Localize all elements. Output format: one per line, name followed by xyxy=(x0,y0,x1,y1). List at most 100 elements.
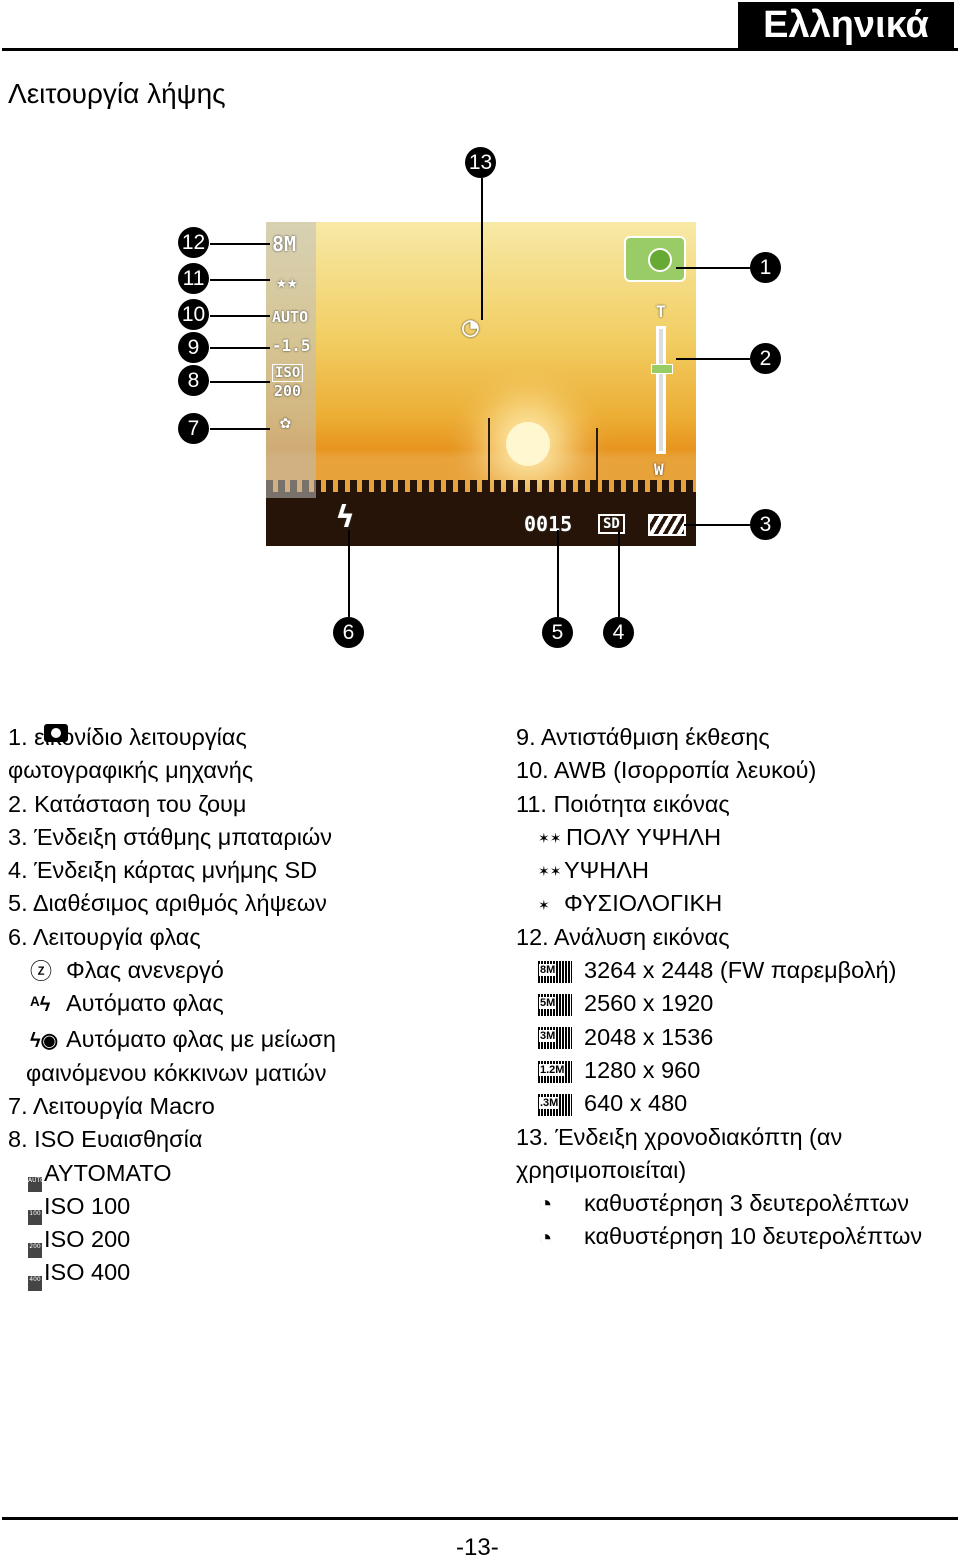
callout-line xyxy=(684,524,750,526)
legend-item: φωτογραφικής μηχανής xyxy=(8,757,254,784)
timer-option: ◔καθυστέρηση 10 δευτερολέπτων xyxy=(516,1220,922,1253)
callout-line xyxy=(557,530,559,617)
section-title: Λειτουργία λήψης xyxy=(8,78,226,109)
footer-rule xyxy=(2,1517,958,1520)
legend-item: 10. AWB (Ισορροπία λευκού) xyxy=(516,757,817,784)
flash-redeye-item: ϟ◉Αυτόματο φλας με μείωση xyxy=(8,1023,336,1056)
legend-item: 5. Διαθέσιμος αριθμός λήψεων xyxy=(8,890,327,917)
zoom-position-marker xyxy=(651,364,673,374)
callout-8: 8 xyxy=(178,365,209,396)
legend-left: 1. εικονίδιο λειτουργίας φωτογραφικής μη… xyxy=(8,721,336,1292)
legend-item: 11. Ποιότητα εικόνας xyxy=(516,790,730,817)
callout-line xyxy=(210,428,270,430)
iso-200-icon: 200 xyxy=(28,1243,42,1259)
quality-normal-icon: ✶ xyxy=(538,896,550,913)
callout-5: 5 xyxy=(542,617,573,648)
flash-icon: ϟ xyxy=(336,500,355,535)
iso-100-icon: 100 xyxy=(28,1209,42,1225)
timer-10s-icon: ◔ xyxy=(538,1224,553,1252)
street-lamp xyxy=(488,418,490,508)
callout-6: 6 xyxy=(333,617,364,648)
legend-item: 2. Κατάσταση του ζουμ xyxy=(8,790,247,817)
exposure-indicator: -1.5 xyxy=(272,336,311,355)
quality-stars-icon: ★★ xyxy=(276,272,298,293)
battery-icon xyxy=(648,514,686,536)
resolution-indicator: 8M xyxy=(272,232,297,256)
res-1-2m-icon: 1.2M xyxy=(538,1060,572,1083)
res-0-3m-icon: .3M xyxy=(538,1094,572,1117)
callout-10: 10 xyxy=(178,299,209,330)
timer-option: ◔καθυστέρηση 3 δευτερολέπτων xyxy=(516,1187,922,1220)
legend-item: 6. Λειτουργία φλας xyxy=(8,923,201,950)
legend-item: 8. ISO Ευαισθησία xyxy=(8,1126,203,1153)
quality-option: ✶✶ΥΨΗΛΗ xyxy=(516,854,922,887)
zoom-wide-label: W xyxy=(654,460,664,479)
zoom-bar xyxy=(656,326,666,454)
legend-item: 3. Ένδειξη στάθμης μπαταριών xyxy=(8,823,333,850)
legend-item: 7. Λειτουργία Macro xyxy=(8,1092,215,1119)
legend-item: χρησιμοποιείται) xyxy=(516,1156,687,1183)
page-number: -13- xyxy=(456,1534,499,1561)
shots-remaining: 0015 xyxy=(524,512,573,536)
camera-icon xyxy=(44,724,68,742)
callout-9: 9 xyxy=(178,332,209,363)
callout-line xyxy=(210,347,270,349)
self-timer-icon: ◔ xyxy=(462,310,479,343)
legend-item: 13. Ένδειξη χρονοδιακόπτη (αν xyxy=(516,1123,843,1150)
legend-item: φαινόμενου κόκκινων ματιών xyxy=(26,1059,327,1086)
callout-3: 3 xyxy=(750,509,781,540)
callout-line xyxy=(210,243,270,245)
flash-auto-icon: ᴬϟ xyxy=(30,993,51,1016)
sun xyxy=(506,422,550,466)
callout-13: 13 xyxy=(465,147,496,178)
quality-superfine-icon: ✶✶ xyxy=(538,830,562,847)
callout-line xyxy=(618,530,620,617)
callout-line xyxy=(210,279,270,281)
ground xyxy=(266,492,696,546)
quality-fine-icon: ✶✶ xyxy=(538,863,562,880)
callout-line xyxy=(210,381,270,383)
timer-3s-icon: ◔ xyxy=(538,1191,553,1219)
legend-item: 9. Αντιστάθμιση έκθεσης xyxy=(516,724,770,750)
legend-item: 4. Ένδειξη κάρτας μνήμης SD xyxy=(8,857,318,884)
lcd-left-panel xyxy=(266,222,316,498)
callout-7: 7 xyxy=(178,413,209,444)
header-rule xyxy=(2,48,958,51)
flash-redeye-icon: ϟ◉ xyxy=(30,1029,59,1052)
callout-line xyxy=(348,530,350,617)
iso-option: AUTOΑΥΤΟΜΑΤΟ xyxy=(8,1157,336,1192)
flash-off-icon: ⓩ xyxy=(30,959,53,985)
callout-line xyxy=(676,358,750,360)
iso-label: ISO xyxy=(272,364,304,382)
res-3m-icon: 3M xyxy=(538,1027,572,1050)
iso-400-icon: 400 xyxy=(28,1276,42,1292)
legend-item: 12. Ανάλυση εικόνας xyxy=(516,923,730,950)
sd-card-icon: SD xyxy=(598,514,625,534)
callout-4: 4 xyxy=(603,617,634,648)
callout-line xyxy=(481,178,483,320)
legend-right: 9. Αντιστάθμιση έκθεσης 10. AWB (Ισορροπ… xyxy=(516,721,922,1254)
iso-value: 200 xyxy=(274,382,302,400)
zoom-tele-label: T xyxy=(656,302,666,321)
macro-icon: ✿ xyxy=(280,412,291,433)
callout-2: 2 xyxy=(750,343,781,374)
street-lamp xyxy=(596,428,598,508)
res-5m-icon: 5M xyxy=(538,994,572,1017)
callout-line xyxy=(676,267,750,269)
quality-option: ✶✶ΠΟΛΥ ΥΨΗΛΗ xyxy=(516,821,922,854)
language-tab: Ελληνικά xyxy=(738,2,954,48)
callout-line xyxy=(210,315,270,317)
camera-mode-icon xyxy=(624,236,686,282)
callout-12: 12 xyxy=(178,227,209,258)
callout-1: 1 xyxy=(750,252,781,283)
